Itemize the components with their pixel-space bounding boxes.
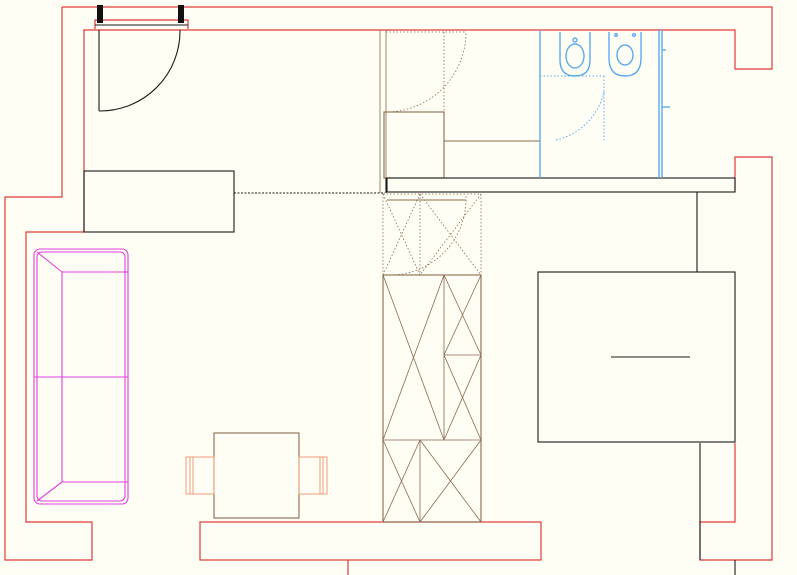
bath-door-swing [555, 91, 605, 141]
counter-top [83, 170, 235, 233]
sofa-corner-bottom [36, 481, 63, 502]
upper-door-swing [385, 31, 467, 113]
wardrobe-lower [382, 274, 482, 523]
counter [83, 170, 385, 233]
bed-frame [537, 271, 736, 443]
bottom-wall-segment [199, 521, 542, 561]
dining-set [185, 432, 328, 519]
partition-walls [385, 177, 736, 560]
door-post-right [178, 5, 184, 23]
dining-table [213, 432, 300, 519]
dining-chair-left [185, 456, 215, 495]
exterior-walls [4, 6, 773, 575]
middle-door-swing [387, 195, 467, 276]
outer-wall-outline [4, 6, 773, 561]
sofa [33, 248, 129, 505]
toilet [608, 32, 642, 77]
wardrobe-unit [379, 30, 540, 523]
sofa-corner-top [36, 251, 63, 273]
partition-horizontal [386, 177, 736, 193]
dining-chair-right [298, 456, 328, 495]
bathroom-fixtures [539, 30, 670, 178]
door-post-left [97, 5, 103, 23]
bidet [559, 32, 591, 77]
right-wall-outline [699, 156, 773, 561]
upper-cabinet [383, 111, 445, 179]
bed [537, 271, 736, 443]
entry-door [95, 5, 188, 112]
door-swing [98, 29, 181, 112]
